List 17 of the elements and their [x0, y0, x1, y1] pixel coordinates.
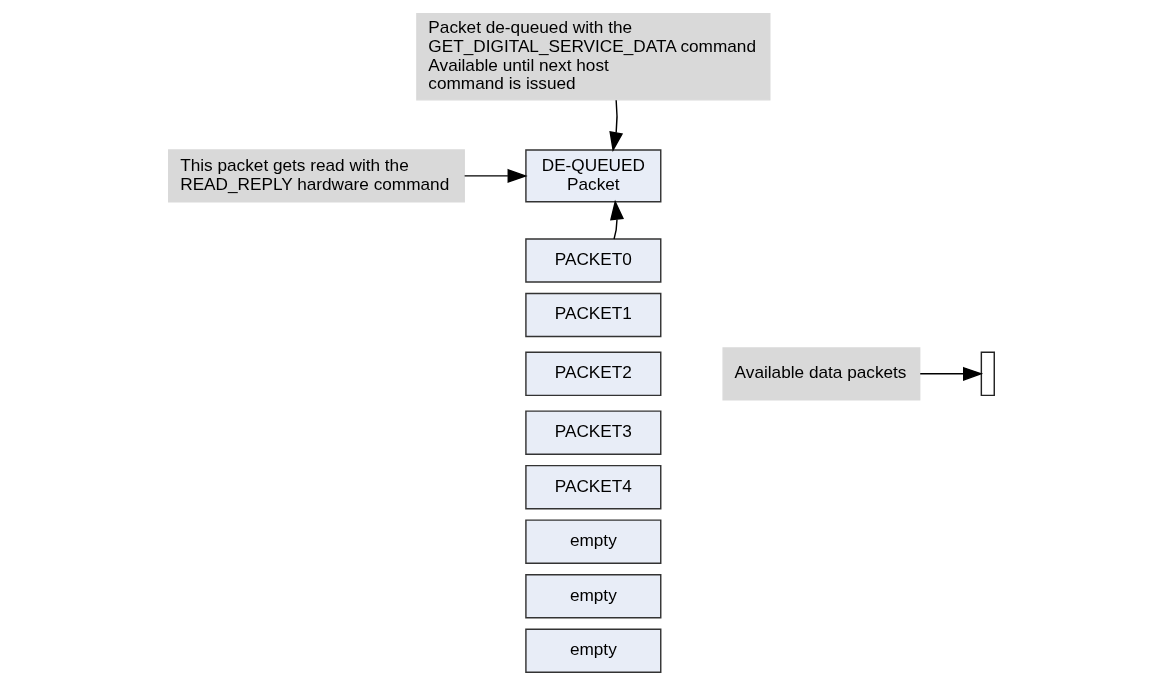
node-box: empty — [525, 573, 662, 619]
node-box: PACKET4 — [525, 464, 662, 510]
node-box: PACKET2 — [525, 351, 662, 397]
node-box: Available data packets — [722, 347, 921, 401]
node-box: PACKET0 — [525, 238, 662, 283]
node-box: DE-QUEUED Packet — [525, 149, 662, 203]
node-box: This packet gets read with the READ_REPLY hardware command — [168, 149, 465, 203]
node-box: empty — [525, 519, 662, 564]
arrow — [463, 168, 528, 183]
arrow — [609, 99, 624, 152]
node-bracket — [980, 351, 995, 397]
node-box: PACKET1 — [525, 292, 662, 338]
arrow — [610, 199, 624, 240]
node-box: Packet de-queued with the GET_DIGITAL_SERVICE_DATA command Available until next host command is issued — [416, 13, 771, 101]
node-box: empty — [525, 628, 662, 673]
arrow — [919, 366, 984, 381]
node-box: PACKET3 — [525, 410, 662, 455]
